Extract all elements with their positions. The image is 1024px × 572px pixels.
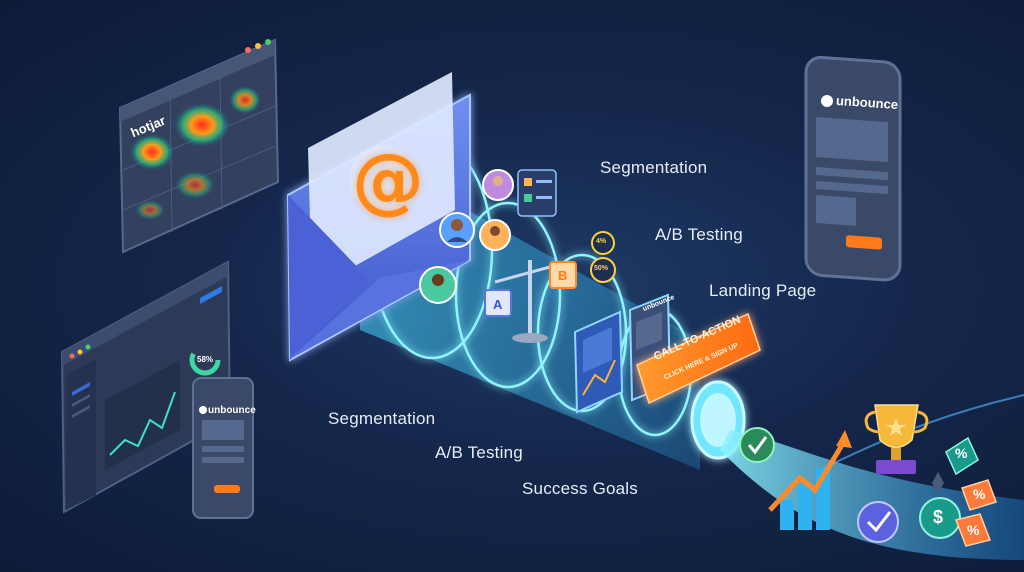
metric-gauge (591, 231, 615, 255)
unbounce-logo-icon (199, 406, 207, 414)
funnel-ring-2 (454, 201, 562, 389)
sidebar-item[interactable] (72, 394, 90, 407)
email-letter (308, 72, 455, 290)
check-badge (857, 501, 899, 543)
sidebar-item[interactable] (72, 405, 90, 418)
trend-line (109, 391, 176, 456)
dashboard-button[interactable] (200, 286, 222, 304)
heatmap-hotspot (229, 86, 261, 114)
growth-chart (768, 430, 852, 530)
window-dot-icon (245, 47, 251, 53)
label-segmentation-bottom: Segmentation (328, 409, 436, 428)
window-dot-icon (255, 43, 261, 49)
percent-tag-label: % (955, 445, 968, 461)
growth-arrow-icon (768, 438, 848, 512)
gauge-label-2: 50% (594, 265, 609, 272)
label-ab-testing-top: A/B Testing (655, 225, 743, 244)
star-icon (886, 418, 906, 436)
phone-cta-button[interactable] (846, 235, 882, 250)
window-dot-icon (69, 353, 75, 359)
variant-b-label: B (558, 268, 568, 283)
profile-card (517, 169, 557, 217)
heatmap-hotspot (130, 134, 174, 170)
heatmap-hotspot (135, 200, 165, 220)
sparkle-icon (932, 472, 944, 494)
percent-tag-label: % (967, 522, 980, 538)
cta-banner[interactable] (636, 312, 761, 405)
dollar-label: $ (933, 507, 944, 527)
trophy-icon (864, 404, 929, 474)
percent-tag-icon (945, 436, 979, 476)
label-ab-testing-bottom: A/B Testing (435, 443, 523, 462)
percent-tag-label: % (973, 486, 986, 502)
label-landing-page: Landing Page (709, 281, 817, 300)
gauge-label-1: 4% (596, 238, 607, 245)
reward-badges (857, 436, 997, 547)
ab-testing-scale (484, 231, 616, 343)
dashboard-gauge-label: 58% (197, 355, 214, 364)
percent-tag-icon (954, 513, 992, 547)
landing-page-phone (804, 55, 902, 282)
analytics-dashboard-window (60, 260, 232, 514)
progress-gauge (189, 344, 221, 376)
heatmap-hotspot (174, 103, 230, 147)
variant-b-card (549, 261, 577, 289)
heatmap-window (118, 38, 280, 254)
checkmark-badge (739, 427, 775, 463)
landing-page-card-small (192, 377, 254, 519)
dashboard-sidebar (66, 359, 96, 510)
variant-a-card (484, 289, 512, 317)
sidebar-item[interactable] (72, 382, 90, 396)
window-dot-icon (77, 349, 83, 355)
email-at-icon: @ (352, 138, 424, 222)
label-success-goals: Success Goals (522, 479, 638, 498)
check-icon (866, 511, 892, 533)
percent-tag-icon (961, 479, 997, 511)
dollar-coin-icon (919, 497, 961, 539)
variant-a-label: A (493, 297, 503, 312)
label-segmentation-top: Segmentation (600, 158, 708, 177)
unbounce-logo-icon (821, 95, 833, 107)
cta-mini-button[interactable] (214, 485, 240, 493)
metric-gauge (590, 257, 616, 283)
check-icon (747, 436, 768, 455)
segment-avatars (419, 169, 557, 304)
window-dot-icon (265, 39, 271, 45)
heatmap-hotspot (175, 171, 215, 199)
unbounce-logo-small: unbounce (208, 405, 256, 416)
window-dot-icon (85, 344, 91, 350)
